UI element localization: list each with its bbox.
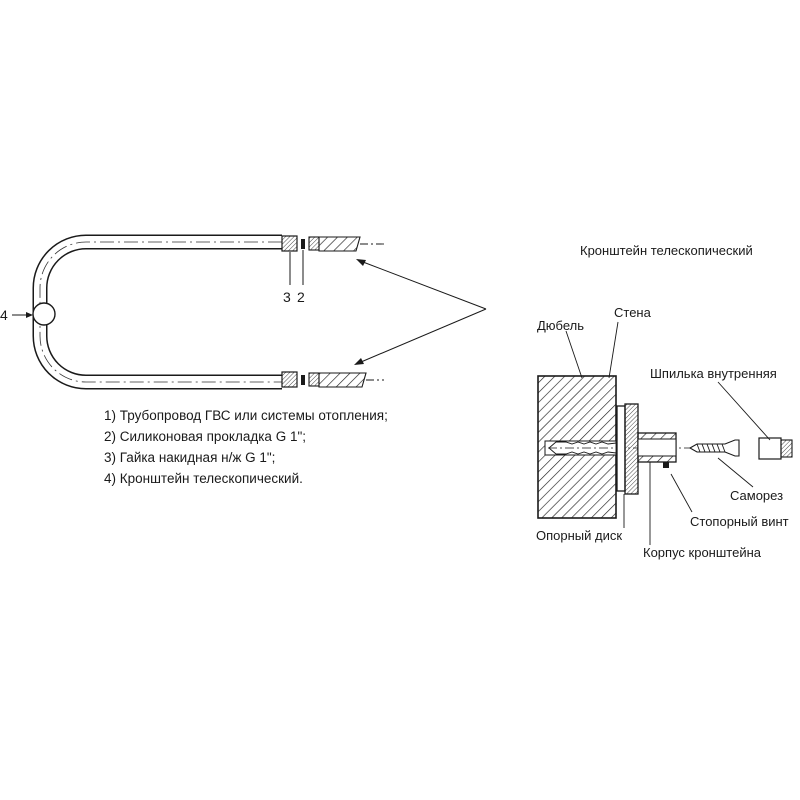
legend-item-3: 3) Гайка накидная н/ж G 1"; [104,450,276,465]
legend-item-2: 2) Силиконовая прокладка G 1"; [104,429,306,444]
inner-stud [758,437,793,460]
bracket-body [637,432,677,468]
label-set-screw: Стопорный винт [690,514,789,529]
legend-item-4: 4) Кронштейн телескопический. [104,471,303,486]
towel-rail-pipe [32,234,282,390]
top-connection [281,235,384,252]
label-inner-stud: Шпилька внутренняя [650,366,777,381]
legend-item-1: 1) Трубопровод ГВС или системы отопления… [104,408,388,423]
label-screw: Саморез [730,488,783,503]
label-dowel: Дюбель [537,318,584,333]
callout-2: 2 [297,289,305,305]
label-bracket-body: Корпус кронштейна [643,545,762,560]
label-support-disc: Опорный диск [536,528,622,543]
callout-4: 4 [0,307,8,323]
bottom-connection [281,371,384,388]
bracket-title: Кронштейн телескопический [580,243,753,258]
pipeline-pointer-arrows [354,259,487,365]
label-wall: Стена [614,305,652,320]
bracket-position-marker [32,302,56,326]
legend-list: 1) Трубопровод ГВС или системы отопления… [104,405,388,489]
self-tapping-screw [688,439,740,457]
support-disc [616,403,639,495]
callout-3: 3 [283,289,291,305]
